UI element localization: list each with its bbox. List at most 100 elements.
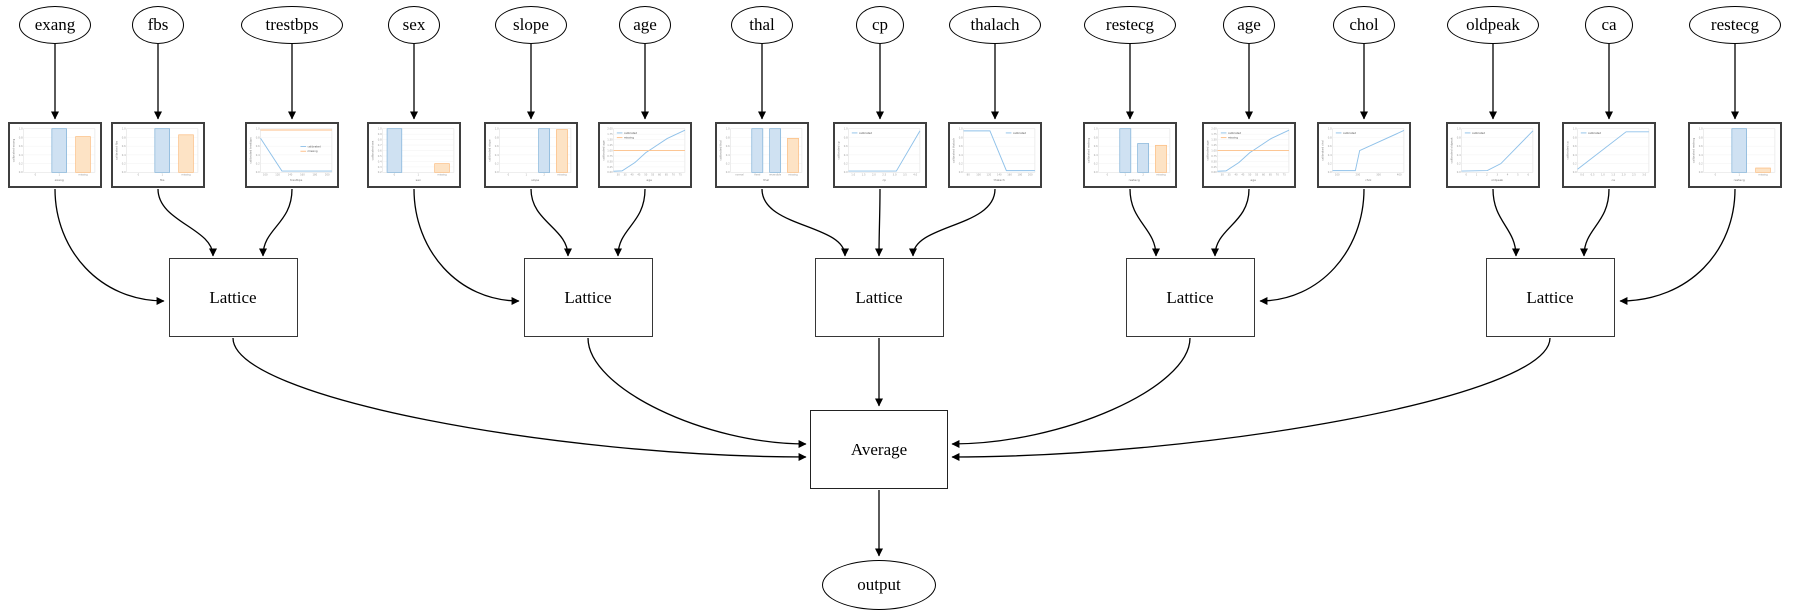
svg-text:0.2: 0.2 — [844, 162, 848, 165]
svg-text:0.2: 0.2 — [1457, 162, 1461, 165]
svg-text:exang: exang — [55, 178, 64, 182]
svg-text:missing: missing — [1228, 136, 1238, 140]
lattice-node-label: Lattice — [209, 287, 257, 307]
svg-text:0.6: 0.6 — [1457, 145, 1461, 148]
svg-text:1: 1 — [1476, 174, 1478, 177]
svg-text:1.0: 1.0 — [1573, 128, 1577, 131]
edge-calibrator-exang-lattice1 — [54, 188, 165, 305]
svg-text:calibrated: calibrated — [1228, 131, 1242, 135]
svg-text:4.0: 4.0 — [913, 174, 917, 177]
svg-text:1: 1 — [1738, 174, 1740, 177]
svg-text:2: 2 — [1142, 174, 1144, 177]
svg-text:0.4: 0.4 — [495, 154, 499, 157]
svg-text:0.4: 0.4 — [19, 154, 23, 157]
svg-text:45: 45 — [637, 174, 641, 177]
svg-text:160: 160 — [300, 174, 305, 177]
lattice-node-2: Lattice — [523, 258, 653, 337]
svg-text:0.2: 0.2 — [1699, 162, 1703, 165]
svg-text:0.75: 0.75 — [607, 155, 613, 158]
svg-text:0: 0 — [394, 174, 396, 177]
svg-text:0.0: 0.0 — [1580, 174, 1584, 177]
svg-text:cp: cp — [882, 178, 886, 182]
svg-text:0.0: 0.0 — [1573, 171, 1577, 174]
svg-text:0.8: 0.8 — [959, 136, 963, 139]
svg-text:1: 1 — [526, 174, 528, 177]
svg-text:1: 1 — [1125, 174, 1127, 177]
svg-text:0: 0 — [138, 174, 140, 177]
svg-text:normal: normal — [735, 174, 744, 177]
svg-text:0.5: 0.5 — [1591, 174, 1595, 177]
svg-text:0.6: 0.6 — [959, 145, 963, 148]
svg-text:140: 140 — [997, 174, 1002, 177]
svg-text:thalach: thalach — [994, 178, 1005, 182]
svg-text:fixed: fixed — [754, 174, 760, 177]
svg-text:0.4: 0.4 — [959, 154, 963, 157]
lattice-node-5: Lattice — [1485, 258, 1615, 337]
svg-text:missing: missing — [181, 174, 191, 177]
svg-text:trestbps: trestbps — [290, 178, 303, 182]
svg-text:0.00: 0.00 — [607, 171, 613, 174]
svg-text:0.0: 0.0 — [256, 171, 260, 174]
svg-text:restecg: restecg — [1734, 178, 1745, 182]
svg-text:0.2: 0.2 — [726, 162, 730, 165]
svg-text:1.0: 1.0 — [495, 128, 499, 131]
svg-text:1.0: 1.0 — [959, 128, 963, 131]
svg-text:200: 200 — [325, 174, 330, 177]
edge-lattice2-average — [587, 337, 807, 448]
feature-node-label: slope — [513, 15, 549, 34]
edge-calibrator-fbs-lattice1 — [157, 188, 217, 257]
feature-node-label: sex — [402, 15, 426, 34]
svg-text:40: 40 — [1234, 174, 1238, 177]
feature-node-sex: sex — [388, 6, 440, 44]
svg-text:1.0: 1.0 — [851, 174, 855, 177]
svg-text:calibrated restecg: calibrated restecg — [1691, 138, 1695, 164]
feature-node-label: ca — [1601, 15, 1617, 34]
svg-text:35: 35 — [1228, 174, 1232, 177]
svg-text:0.7: 0.7 — [378, 144, 382, 147]
edge-calibrator-restecg-lattice5 — [1619, 188, 1736, 305]
feature-node-thal: thal — [731, 6, 793, 44]
svg-text:0.2: 0.2 — [1573, 162, 1577, 165]
feature-node-slope: slope — [495, 6, 567, 44]
svg-text:0.2: 0.2 — [378, 171, 382, 174]
svg-text:2.00: 2.00 — [607, 128, 613, 131]
svg-text:1.25: 1.25 — [1211, 144, 1217, 147]
svg-text:calibrated: calibrated — [624, 131, 638, 135]
lattice-node-label: Lattice — [855, 287, 903, 307]
svg-text:thal: thal — [763, 178, 769, 182]
svg-text:0.0: 0.0 — [19, 171, 23, 174]
svg-text:calibrated trestbps: calibrated trestbps — [248, 137, 252, 164]
svg-text:0.2: 0.2 — [122, 162, 126, 165]
feature-node-age: age — [619, 6, 671, 44]
svg-text:55: 55 — [1255, 174, 1259, 177]
svg-text:0.4: 0.4 — [1457, 154, 1461, 157]
svg-text:30: 30 — [617, 174, 621, 177]
feature-node-chol: chol — [1333, 6, 1395, 44]
svg-text:0.6: 0.6 — [1328, 145, 1332, 148]
svg-text:120: 120 — [987, 174, 992, 177]
svg-text:0.9: 0.9 — [378, 133, 382, 136]
svg-text:1.0: 1.0 — [1601, 174, 1605, 177]
svg-text:0.0: 0.0 — [959, 171, 963, 174]
svg-text:0.0: 0.0 — [1328, 171, 1332, 174]
feature-node-oldpeak: oldpeak — [1447, 6, 1539, 44]
feature-node-trestbps: trestbps — [241, 6, 343, 44]
svg-text:0.4: 0.4 — [1094, 154, 1098, 157]
svg-text:3.0: 3.0 — [893, 174, 897, 177]
svg-text:0.8: 0.8 — [1573, 136, 1577, 139]
svg-text:1.00: 1.00 — [607, 149, 613, 152]
svg-text:0.0: 0.0 — [844, 171, 848, 174]
svg-text:0.8: 0.8 — [122, 136, 126, 139]
svg-text:70: 70 — [672, 174, 676, 177]
svg-text:1.75: 1.75 — [1211, 133, 1217, 136]
lattice-node-3: Lattice — [814, 258, 944, 337]
svg-text:0.4: 0.4 — [378, 160, 382, 163]
